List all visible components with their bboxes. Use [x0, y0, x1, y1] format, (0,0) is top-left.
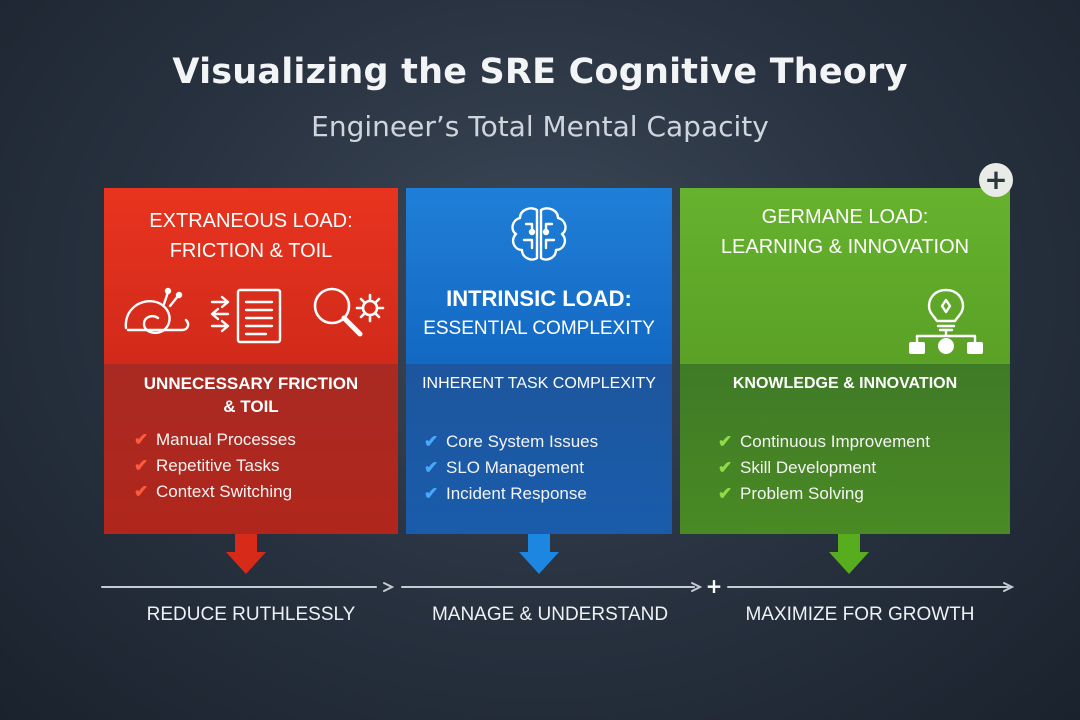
list-item: ✔ Context Switching: [134, 479, 296, 505]
list-item-label: Continuous Improvement: [740, 432, 930, 451]
check-icon: ✔: [424, 458, 439, 477]
page-title: Visualizing the SRE Cognitive Theory: [172, 52, 908, 92]
flow-arrows: [101, 534, 1015, 592]
list-item: ✔ Manual Processes: [134, 427, 296, 453]
extraneous-sub-line-2: & TOIL: [223, 397, 279, 416]
list-item: ✔ Problem Solving: [718, 481, 930, 507]
intrinsic-sub-line-1: INHERENT TASK COMPLEXITY: [422, 375, 656, 392]
intrinsic-title-line-1: INTRINSIC LOAD:: [446, 286, 632, 311]
list-item-label: Core System Issues: [446, 432, 599, 451]
page-subtitle: Engineer’s Total Mental Capacity: [311, 110, 769, 143]
germane-panel-header: [680, 188, 1010, 364]
intrinsic-strategy-label: MANAGE & UNDERSTAND: [431, 604, 669, 625]
intrinsic-down-arrow: [519, 534, 559, 574]
germane-title-line-1: GERMANE LOAD:: [761, 206, 929, 228]
progress-line: [101, 582, 1015, 592]
extraneous-panel-title: EXTRANEOUS LOAD: FRICTION & TOIL: [104, 206, 398, 266]
document-transfer-icon: [210, 288, 282, 344]
list-item-label: Manual Processes: [156, 430, 296, 449]
list-item: ✔ Incident Response: [424, 481, 598, 507]
germane-item-list: ✔ Continuous Improvement ✔ Skill Developme…: [718, 429, 930, 507]
check-icon: ✔: [718, 458, 733, 477]
snail-icon: [124, 287, 190, 335]
germane-subheading: KNOWLEDGE & INNOVATION: [680, 372, 1010, 395]
list-item: ✔ SLO Management: [424, 455, 598, 481]
extraneous-icons: [124, 287, 385, 344]
list-item: ✔ Skill Development: [718, 455, 930, 481]
list-item-label: Skill Development: [740, 458, 877, 477]
plus-icon: +: [705, 574, 723, 598]
intrinsic-load-panel: INTRINSIC LOAD: ESSENTIAL COMPLEXITY INH…: [406, 188, 672, 534]
germane-panel-body: [680, 364, 1010, 534]
germane-strategy-label: MAXIMIZE FOR GROWTH: [745, 604, 975, 625]
germane-sub-line-1: KNOWLEDGE & INNOVATION: [732, 375, 958, 392]
list-item: ✔ Continuous Improvement: [718, 429, 930, 455]
list-item-label: Problem Solving: [740, 484, 864, 503]
lightbulb-network-icon: [909, 288, 983, 354]
germane-down-arrow: [829, 534, 869, 574]
intrinsic-subheading: INHERENT TASK COMPLEXITY: [406, 372, 672, 395]
extraneous-panel-body: [104, 364, 398, 534]
intrinsic-title-line-2: ESSENTIAL COMPLEXITY: [423, 318, 655, 339]
intrinsic-panel-title: INTRINSIC LOAD: ESSENTIAL COMPLEXITY: [406, 284, 672, 344]
extraneous-down-arrow: [226, 534, 266, 574]
search-gear-icon: [313, 287, 385, 337]
extraneous-strategy-label: REDUCE RUTHLESSLY: [146, 604, 356, 625]
list-item: ✔ Core System Issues: [424, 429, 598, 455]
intrinsic-item-list: ✔ Core System Issues ✔ SLO Management ✔ Inc…: [424, 429, 598, 507]
list-item-label: Incident Response: [446, 484, 587, 503]
intrinsic-panel-header: [406, 188, 672, 364]
intrinsic-panel-body: [406, 364, 672, 534]
list-item-label: Context Switching: [156, 482, 293, 501]
list-item: ✔ Repetitive Tasks: [134, 453, 296, 479]
check-icon: ✔: [718, 432, 733, 451]
extraneous-sub-line-1: UNNECESSARY FRICTION: [143, 374, 359, 393]
extraneous-title-line-2: FRICTION & TOIL: [169, 240, 333, 262]
extraneous-load-panel: EXTRANEOUS LOAD: FRICTION & TOIL: [104, 188, 398, 534]
germane-panel-title: GERMANE LOAD: LEARNING & INNOVATION: [680, 202, 1010, 262]
check-icon: ✔: [424, 484, 439, 503]
brain-circuit-icon: [511, 207, 567, 261]
check-icon: ✔: [134, 456, 149, 475]
extraneous-title-line-1: EXTRANEOUS LOAD:: [149, 210, 353, 232]
list-item-label: SLO Management: [446, 458, 584, 477]
list-item-label: Repetitive Tasks: [156, 456, 280, 475]
plus-icon: +: [979, 163, 1013, 197]
germane-load-panel: GERMANE LOAD: LEARNING & INNOVATION KNOW…: [680, 188, 1010, 534]
extraneous-item-list: ✔ Manual Processes ✔ Repetitive Tasks ✔ Con…: [134, 427, 296, 505]
check-icon: ✔: [134, 482, 149, 501]
check-icon: ✔: [424, 432, 439, 451]
check-icon: ✔: [134, 430, 149, 449]
germane-title-line-2: LEARNING & INNOVATION: [720, 236, 970, 258]
extraneous-subheading: UNNECESSARY FRICTION & TOIL: [104, 372, 398, 418]
check-icon: ✔: [718, 484, 733, 503]
